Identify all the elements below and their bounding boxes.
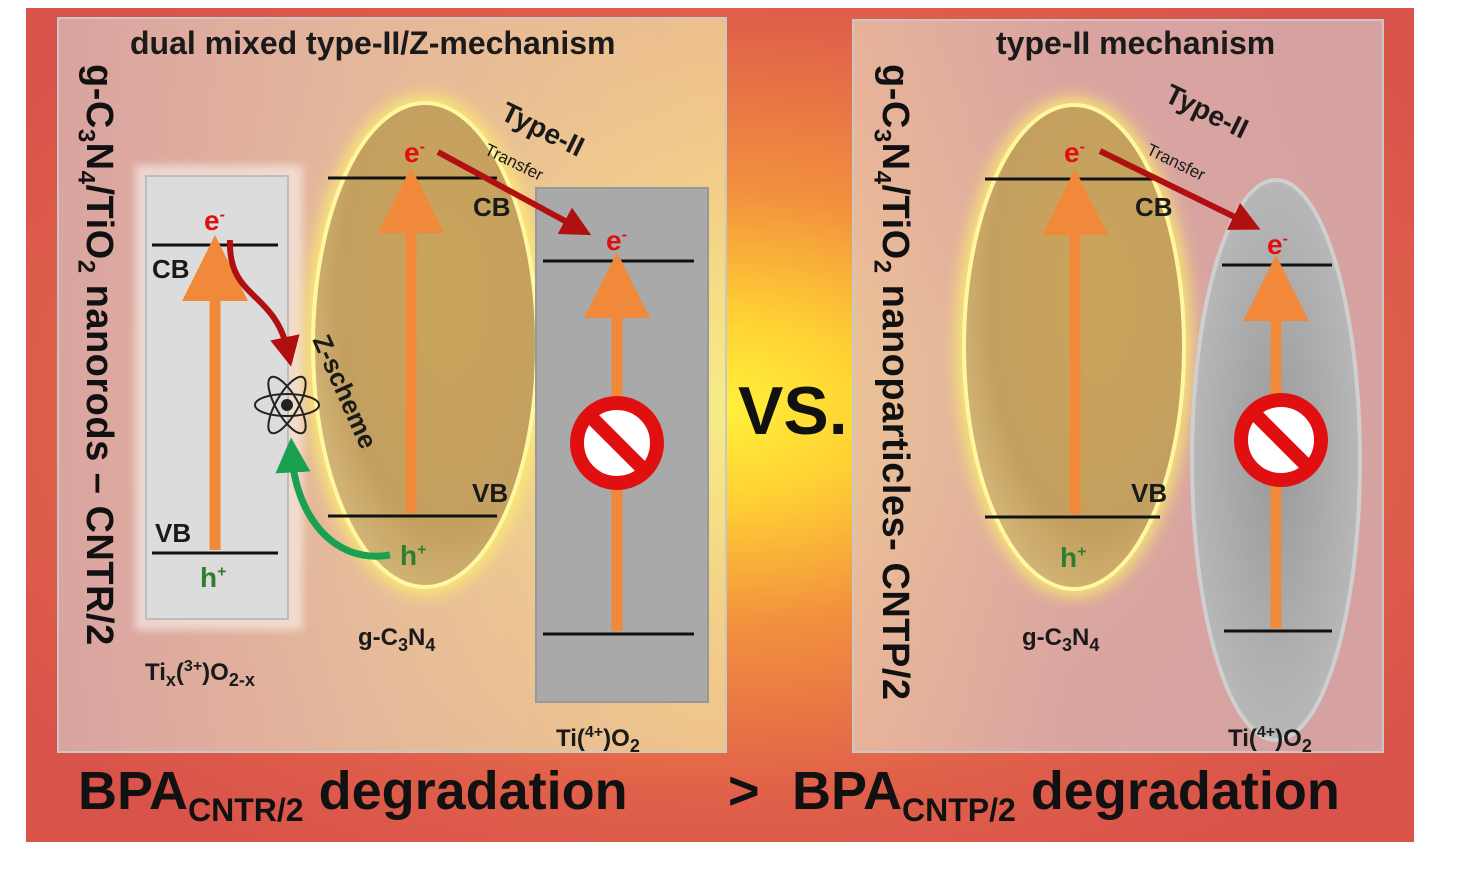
zscheme-red-curve xyxy=(226,239,300,367)
bpa-cntr-label: BPACNTR/2 xyxy=(78,761,304,828)
prohibited-icon-left xyxy=(570,396,664,490)
tix-electron-label: e- xyxy=(204,205,225,236)
ti4-material-label-left: Ti(4+)O2 xyxy=(556,724,640,756)
right-side-title: g-C3N4/TiO2 nanoparticles- CNTP/2 xyxy=(868,64,916,701)
atom-icon xyxy=(254,375,320,435)
gcn-cb-label-right: CB xyxy=(1135,192,1173,222)
tix-vb-label: VB xyxy=(155,518,192,548)
gcn-material-label-right: g-C3N4 xyxy=(1022,624,1100,655)
ti4-electron-label-left: e- xyxy=(606,225,627,256)
left-panel-title: dual mixed type-II/Z-mechanism xyxy=(130,25,616,61)
gcn-electron-label-right: e- xyxy=(1064,137,1085,168)
zscheme-green-curve xyxy=(275,437,391,560)
tix-cb-label: CB xyxy=(152,254,190,284)
versus-label: VS. xyxy=(738,373,848,449)
bottom-comparison: BPACNTR/2 degradation xyxy=(78,761,628,828)
prohibited-icon-right xyxy=(1234,393,1328,487)
gcn-vb-label-right: VB xyxy=(1131,478,1168,508)
greater-than: > xyxy=(728,761,760,821)
left-side-title: g-C3N4/TiO2 nanorods – CNTR/2 xyxy=(72,64,120,646)
gcn-electron-label-left: e- xyxy=(404,137,425,168)
type2-arrow-right xyxy=(1098,148,1261,230)
gcn-hole-label-right: h+ xyxy=(1060,542,1087,573)
tix-hole-label: h+ xyxy=(200,562,227,593)
type2-arrow-left xyxy=(436,149,592,236)
gcn-ellipse-left xyxy=(311,101,539,589)
ti4-electron-label-right: e- xyxy=(1267,229,1288,260)
gcn-vb-label-left: VB xyxy=(472,478,509,508)
gcn-material-label-left: g-C3N4 xyxy=(358,624,436,655)
tix-material-label: Tix(3+)O2-x xyxy=(145,658,255,690)
bottom-comparison-right: BPACNTP/2 degradation xyxy=(792,761,1340,828)
gcn-hole-label-left: h+ xyxy=(400,540,427,571)
gcn-cb-label-left: CB xyxy=(473,192,511,222)
ti4-material-label-right: Ti(4+)O2 xyxy=(1228,724,1312,756)
bpa-cntp-label: BPACNTP/2 xyxy=(792,761,1016,828)
right-panel-title: type-II mechanism xyxy=(996,25,1276,61)
